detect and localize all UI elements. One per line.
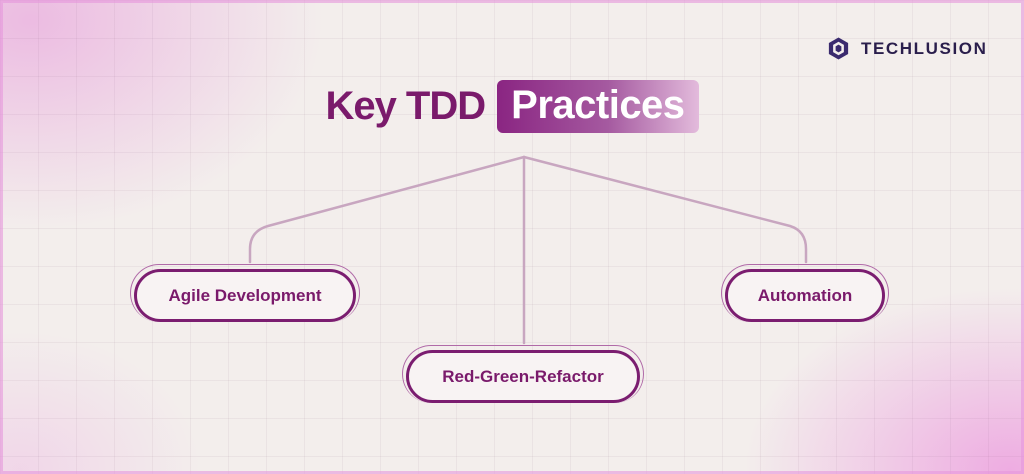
node-outline-arc — [721, 264, 889, 322]
page-title: Key TDD Practices — [0, 80, 1024, 133]
node-agile-development: Agile Development — [130, 264, 360, 322]
node-label: Agile Development — [134, 269, 356, 322]
node-label: Automation — [725, 269, 885, 322]
node-label: Red-Green-Refactor — [406, 350, 640, 403]
node-automation: Automation — [721, 264, 889, 322]
connector-automation — [522, 155, 808, 264]
techlusion-logo-icon — [828, 37, 849, 60]
title-practices-highlight: Practices — [497, 80, 699, 133]
node-outline-arc — [130, 264, 360, 322]
node-red-green-refactor: Red-Green-Refactor — [402, 345, 644, 403]
title-key-tdd: Key TDD — [325, 84, 486, 128]
brand-name: TECHLUSION — [861, 38, 988, 58]
node-outline-arc — [402, 345, 644, 403]
brand-logo: TECHLUSION — [826, 36, 988, 61]
connector-agile — [248, 155, 526, 264]
